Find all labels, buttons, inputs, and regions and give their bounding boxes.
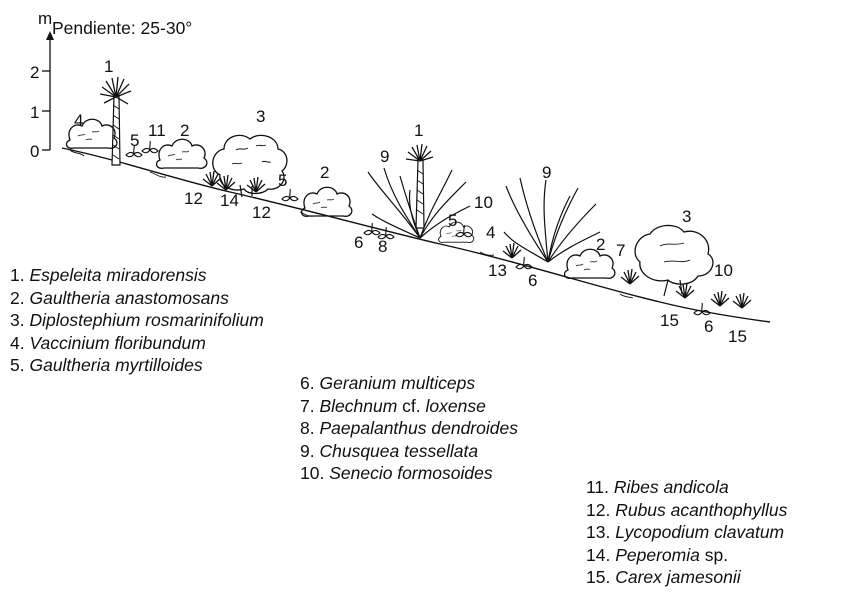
legend-item: 14. Peperomia sp. [586, 544, 787, 567]
legend-item-species-epithet: loxense [426, 396, 486, 416]
plant-label: 2 [596, 235, 605, 254]
legend-item-number: 10. [300, 463, 329, 483]
plant-label: 8 [378, 237, 387, 256]
legend-item: 2. Gaultheria anastomosans [10, 287, 264, 310]
legend-item-number: 14. [586, 545, 615, 565]
plant-label: 6 [528, 271, 537, 290]
legend-item-species: Paepalanthus dendroides [319, 418, 518, 438]
axis-unit-label: m [38, 9, 52, 28]
legend-item-qualifier: sp. [700, 545, 728, 565]
legend-item-number: 12. [586, 500, 615, 520]
plant-label: 3 [682, 207, 691, 226]
legend-item-species: Chusquea tessellata [319, 441, 478, 461]
plant-label: 1 [414, 121, 423, 140]
diplostephium-right-illustration [635, 225, 713, 296]
plant-label: 7 [616, 241, 625, 260]
legend-item: 15. Carex jamesonii [586, 566, 787, 589]
legend-item: 5. Gaultheria myrtilloides [10, 354, 264, 377]
legend-item-qualifier: cf. [397, 396, 425, 416]
legend-item-species: Blechnum [319, 396, 397, 416]
plant-label: 15 [728, 327, 747, 346]
legend-item-species: Espeleita miradorensis [29, 265, 206, 285]
legend-item-number: 7. [300, 396, 319, 416]
legend-item-number: 2. [10, 288, 29, 308]
plant-label: 10 [714, 261, 733, 280]
plant-label: 11 [148, 121, 166, 140]
plant-label: 4 [74, 111, 83, 130]
legend-item: 4. Vaccinium floribundum [10, 332, 264, 355]
legend-item: 10. Senecio formosoides [300, 462, 518, 485]
plant-label: 2 [320, 163, 329, 182]
plant-label: 9 [542, 163, 551, 182]
plant-label: 15 [660, 311, 679, 330]
legend-item-species: Gaultheria myrtilloides [29, 355, 202, 375]
legend-item: 12. Rubus acanthophyllus [586, 499, 787, 522]
legend-item: 3. Diplostephium rosmarinifolium [10, 309, 264, 332]
plant-label: 12 [252, 203, 271, 222]
plant-label: 6 [354, 233, 363, 252]
plant-label: 5 [448, 211, 457, 230]
legend-item-number: 3. [10, 310, 29, 330]
legend-item-species: Gaultheria anastomosans [29, 288, 228, 308]
legend-item: 7. Blechnum cf. loxense [300, 395, 518, 418]
axis-tick-label: 0 [30, 142, 39, 161]
legend-item-species: Lycopodium clavatum [615, 522, 784, 542]
plant-label: 3 [256, 107, 265, 126]
legend-item-species: Peperomia [615, 545, 700, 565]
plant-label: 12 [184, 189, 203, 208]
legend-item-species: Geranium multiceps [319, 373, 475, 393]
legend-item: 9. Chusquea tessellata [300, 440, 518, 463]
legend-item: 8. Paepalanthus dendroides [300, 417, 518, 440]
plant-label: 2 [180, 121, 189, 140]
height-axis [42, 31, 54, 150]
plant-label: 6 [704, 317, 713, 336]
legend-item: 13. Lycopodium clavatum [586, 521, 787, 544]
plant-label: 5 [130, 131, 139, 150]
legend-item-species: Vaccinium floribundum [29, 333, 205, 353]
legend-item: 11. Ribes andicola [586, 476, 787, 499]
plant-label: 5 [278, 171, 287, 190]
legend-item-number: 4. [10, 333, 29, 353]
legend-item-number: 9. [300, 441, 319, 461]
plant-label: 9 [380, 147, 389, 166]
legend-item-number: 1. [10, 265, 29, 285]
axis-tick-label: 2 [30, 63, 39, 82]
legend-item-species: Ribes andicola [614, 477, 729, 497]
small-shrubs-illustration [67, 119, 615, 278]
espeletia-left-illustration [100, 77, 131, 165]
legend-item-number: 6. [300, 373, 319, 393]
plant-label: 13 [488, 261, 507, 280]
legend-item-species: Rubus acanthophyllus [615, 500, 787, 520]
legend-item-number: 13. [586, 522, 615, 542]
plant-label: 10 [474, 193, 493, 212]
plant-label: 1 [104, 57, 113, 76]
legend-item-number: 15. [586, 567, 615, 587]
legend-item-number: 11. [586, 477, 614, 497]
legend-item-number: 8. [300, 418, 319, 438]
legend-item-species: Diplostephium rosmarinifolium [29, 310, 263, 330]
legend-item: 1. Espeleita miradorensis [10, 264, 264, 287]
plant-label: 14 [220, 191, 239, 210]
plant-label: 4 [486, 223, 495, 242]
legend-item-number: 5. [10, 355, 29, 375]
legend-item-species: Senecio formosoides [329, 463, 492, 483]
slope-title: Pendiente: 25-30° [52, 18, 192, 39]
legend-item: 6. Geranium multiceps [300, 372, 518, 395]
axis-tick-label: 1 [30, 103, 39, 122]
legend-item-species: Carex jamesonii [615, 567, 740, 587]
